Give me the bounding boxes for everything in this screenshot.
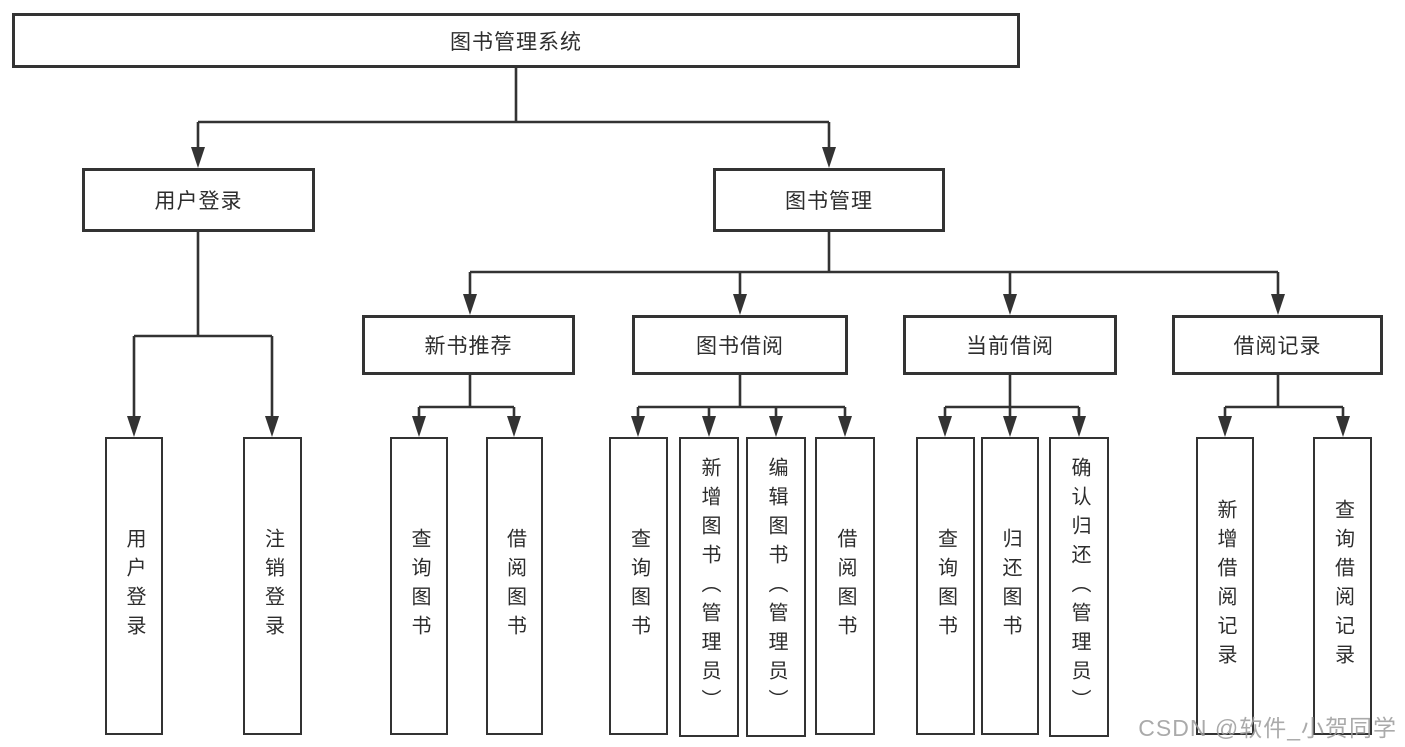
leaf-borrow-books-recommend: 借阅图书 bbox=[486, 437, 543, 735]
csdn-watermark: CSDN @软件_小贺同学 bbox=[1138, 715, 1397, 741]
leaf-user-login: 用户登录 bbox=[105, 437, 163, 735]
node-new-book-recommend: 新书推荐 bbox=[362, 315, 575, 375]
leaf-add-book-admin: 新增图书（管理员） bbox=[679, 437, 739, 737]
node-user-login: 用户登录 bbox=[82, 168, 315, 232]
leaf-query-books-recommend: 查询图书 bbox=[390, 437, 448, 735]
leaf-edit-book-admin: 编辑图书（管理员） bbox=[746, 437, 806, 737]
leaf-query-books-current: 查询图书 bbox=[916, 437, 975, 735]
node-book-mgmt: 图书管理 bbox=[713, 168, 945, 232]
node-borrow-records: 借阅记录 bbox=[1172, 315, 1383, 375]
leaf-query-books-borrow: 查询图书 bbox=[609, 437, 668, 735]
leaf-logout: 注销登录 bbox=[243, 437, 302, 735]
leaf-add-borrow-record: 新增借阅记录 bbox=[1196, 437, 1254, 735]
leaf-query-borrow-record: 查询借阅记录 bbox=[1313, 437, 1372, 735]
arrowheads bbox=[127, 147, 1350, 437]
leaf-return-books: 归还图书 bbox=[981, 437, 1039, 735]
leaf-borrow-books-module: 借阅图书 bbox=[815, 437, 875, 735]
node-system-root: 图书管理系统 bbox=[12, 13, 1020, 68]
node-current-borrow: 当前借阅 bbox=[903, 315, 1117, 375]
leaf-confirm-return-admin: 确认归还（管理员） bbox=[1049, 437, 1109, 737]
node-book-borrow: 图书借阅 bbox=[632, 315, 848, 375]
